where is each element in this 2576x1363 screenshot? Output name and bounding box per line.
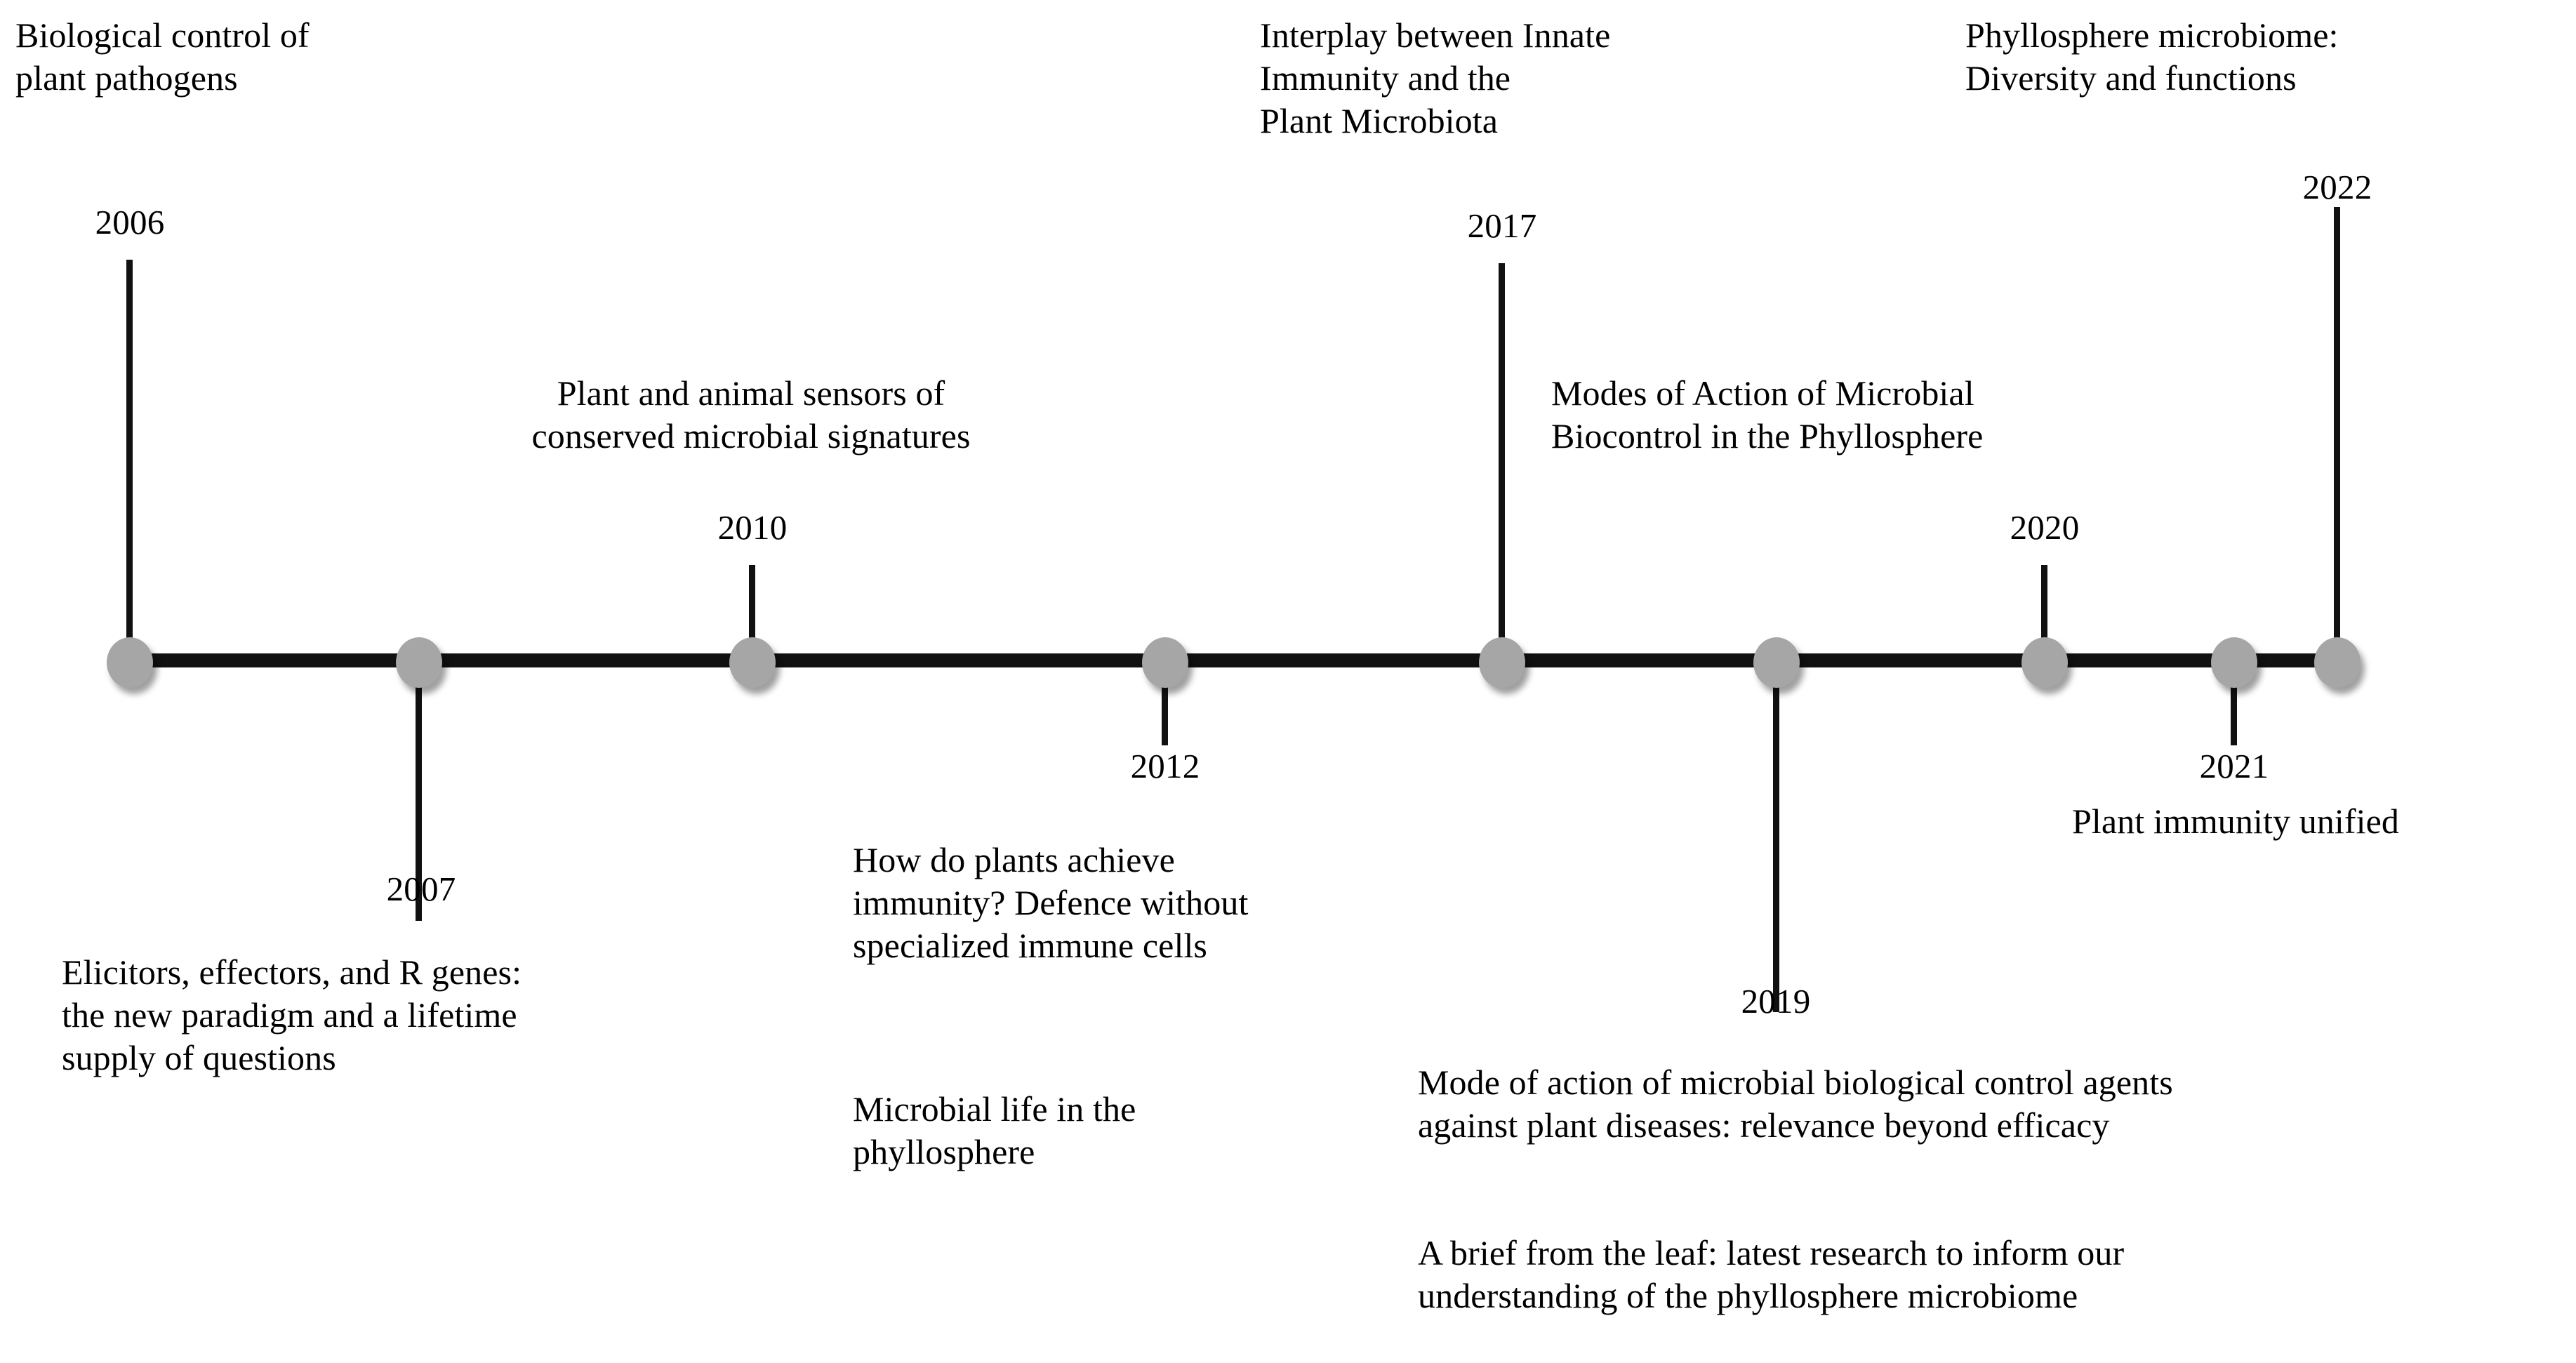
- event-year-2006: 2006: [95, 203, 165, 241]
- event-title-2022-line1: Phyllosphere microbiome:: [1965, 15, 2339, 55]
- event-title-2012-secondary-line2: phyllosphere: [853, 1132, 1035, 1171]
- event-title-2019-secondary: A brief from the leaf: latest research t…: [1418, 1232, 2569, 1317]
- event-title-2007: Elicitors, effectors, and R genes: the n…: [62, 951, 792, 1079]
- event-title-2010-line1: Plant and animal sensors of: [557, 373, 945, 413]
- connector-2006: [126, 260, 133, 660]
- event-title-2022-line2: Diversity and functions: [1965, 58, 2297, 98]
- connector-2012: [1162, 661, 1168, 745]
- connector-2020: [2041, 565, 2047, 663]
- timeline-node-2006[interactable]: [107, 637, 153, 688]
- event-title-2012-secondary: Microbial life in the phyllosphere: [853, 1088, 1527, 1173]
- event-title-2019-line1: Mode of action of microbial biological c…: [1418, 1063, 2173, 1102]
- event-title-2019-secondary-line1: A brief from the leaf: latest research t…: [1418, 1233, 2125, 1272]
- connector-2022: [2334, 207, 2340, 660]
- event-year-2012: 2012: [1130, 747, 1200, 785]
- connector-2017: [1499, 263, 1505, 660]
- connector-2010: [749, 565, 755, 663]
- event-title-2020: Modes of Action of Microbial Biocontrol …: [1551, 372, 2295, 458]
- event-title-2006: Biological control of plant pathogens: [15, 14, 507, 100]
- event-year-2021: 2021: [2199, 747, 2269, 785]
- event-year-2010: 2010: [717, 508, 788, 547]
- timeline-node-2022[interactable]: [2314, 637, 2361, 688]
- event-year-2017: 2017: [1467, 206, 1537, 245]
- event-title-2012-line3: specialized immune cells: [853, 926, 1207, 965]
- event-year-2019: 2019: [1741, 982, 1811, 1020]
- event-title-2022: Phyllosphere microbiome: Diversity and f…: [1965, 14, 2569, 100]
- event-title-2017: Interplay between Innate Immunity and th…: [1260, 14, 1835, 142]
- event-title-2017-line2: Immunity and the: [1260, 58, 1511, 98]
- event-title-2010: Plant and animal sensors of conserved mi…: [390, 372, 1113, 458]
- timeline-node-2020[interactable]: [2021, 637, 2068, 688]
- event-title-2012-line2: immunity? Defence without: [853, 883, 1249, 922]
- event-title-2020-line1: Modes of Action of Microbial: [1551, 373, 1974, 413]
- timeline-node-2007[interactable]: [396, 637, 442, 688]
- event-title-2010-line2: conserved microbial signatures: [531, 416, 971, 456]
- event-title-2007-line2: the new paradigm and a lifetime: [62, 995, 517, 1035]
- event-title-2012-secondary-line1: Microbial life in the: [853, 1089, 1136, 1129]
- event-title-2021-line1: Plant immunity unified: [2071, 802, 2400, 841]
- event-year-2007: 2007: [386, 870, 456, 908]
- event-title-2012-line1: How do plants achieve: [853, 840, 1175, 879]
- timeline-node-2021[interactable]: [2211, 637, 2257, 688]
- connector-2021: [2231, 661, 2237, 745]
- event-title-2006-line1: Biological control of: [15, 15, 310, 55]
- timeline-node-2019[interactable]: [1753, 637, 1800, 688]
- connector-2019: [1773, 661, 1779, 1012]
- event-title-2021: Plant immunity unified: [1958, 800, 2513, 843]
- event-year-2020: 2020: [2010, 508, 2080, 547]
- event-title-2012: How do plants achieve immunity? Defence …: [853, 839, 1527, 967]
- event-title-2017-line1: Interplay between Innate: [1260, 15, 1611, 55]
- event-title-2006-line2: plant pathogens: [15, 58, 238, 98]
- event-title-2019: Mode of action of microbial biological c…: [1418, 1061, 2569, 1147]
- event-year-2022: 2022: [2302, 168, 2372, 206]
- timeline-node-2010[interactable]: [729, 637, 776, 688]
- connector-2007: [416, 661, 422, 921]
- event-title-2019-secondary-line2: understanding of the phyllosphere microb…: [1418, 1276, 2078, 1315]
- event-title-2019-line2: against plant diseases: relevance beyond…: [1418, 1105, 2110, 1145]
- event-title-2007-line3: supply of questions: [62, 1038, 336, 1077]
- timeline-node-2017[interactable]: [1479, 637, 1525, 688]
- timeline-node-2012[interactable]: [1142, 637, 1188, 688]
- event-title-2020-line2: Biocontrol in the Phyllosphere: [1551, 416, 1984, 456]
- event-title-2007-line1: Elicitors, effectors, and R genes:: [62, 952, 522, 992]
- event-title-2017-line3: Plant Microbiota: [1260, 101, 1499, 140]
